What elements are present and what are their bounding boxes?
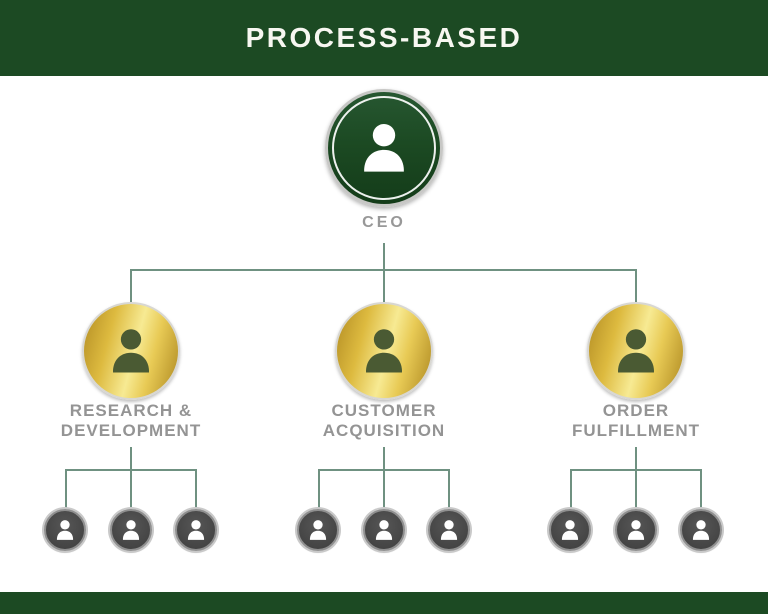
connector-drop-left <box>130 270 132 302</box>
person-icon <box>52 517 78 543</box>
connector-member-drop <box>448 470 450 508</box>
connector-branch-horizontal <box>65 469 197 471</box>
branch-node-research-development <box>82 302 180 400</box>
connector-drop-center <box>383 270 385 302</box>
connector-branch-horizontal <box>318 469 450 471</box>
branch-label-research-development: RESEARCH & DEVELOPMENT <box>60 401 202 440</box>
branch-node-customer-acquisition <box>335 302 433 400</box>
connector-member-drop <box>700 470 702 508</box>
person-icon <box>688 517 714 543</box>
connector-branch-horizontal <box>570 469 702 471</box>
person-icon <box>623 517 649 543</box>
connector-member-drop <box>65 470 67 508</box>
connector-drop-right <box>635 270 637 302</box>
member-node <box>680 509 722 551</box>
person-icon <box>352 116 416 180</box>
person-icon <box>557 517 583 543</box>
member-node <box>175 509 217 551</box>
member-node <box>363 509 405 551</box>
member-node <box>428 509 470 551</box>
connector-member-drop <box>570 470 572 508</box>
connector-ceo-stem <box>383 243 385 270</box>
ceo-label: CEO <box>362 214 406 231</box>
person-icon <box>102 322 160 380</box>
branch-node-order-fulfillment <box>587 302 685 400</box>
person-icon <box>436 517 462 543</box>
connector-branch-stem <box>635 447 637 507</box>
person-icon <box>183 517 209 543</box>
person-icon <box>355 322 413 380</box>
person-icon <box>305 517 331 543</box>
title-bar: PROCESS-BASED <box>0 0 768 76</box>
branch-label-customer-acquisition: CUSTOMER ACQUISITION <box>322 401 446 440</box>
person-icon <box>118 517 144 543</box>
connector-member-drop <box>318 470 320 508</box>
member-node <box>44 509 86 551</box>
person-icon <box>371 517 397 543</box>
member-node <box>297 509 339 551</box>
member-node <box>549 509 591 551</box>
footer-bar <box>0 592 768 614</box>
member-node <box>615 509 657 551</box>
connector-branch-stem <box>130 447 132 507</box>
branch-label-order-fulfillment: ORDER FULFILLMENT <box>571 401 701 440</box>
connector-member-drop <box>195 470 197 508</box>
ceo-node <box>325 89 443 207</box>
chart-title: PROCESS-BASED <box>245 22 523 53</box>
connector-branch-stem <box>383 447 385 507</box>
person-icon <box>607 322 665 380</box>
member-node <box>110 509 152 551</box>
